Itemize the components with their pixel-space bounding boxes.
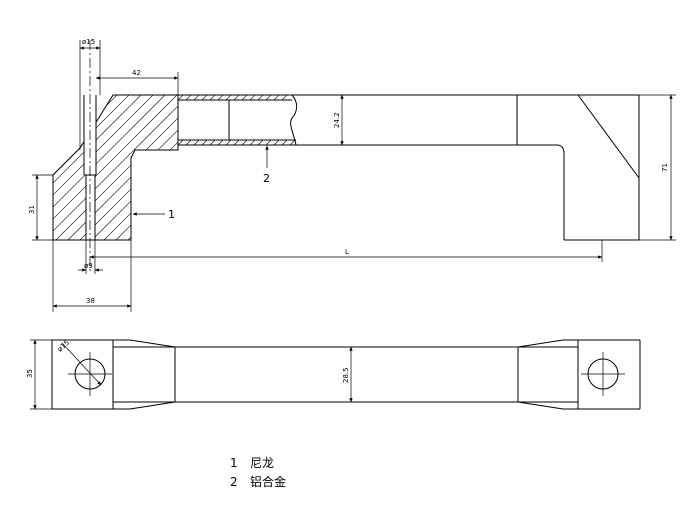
nylon-section (52, 94, 179, 241)
dim-dia15-top: ø15 (82, 38, 95, 46)
legend-number: 1 (230, 456, 238, 470)
callout-1: 1 (168, 208, 175, 221)
legend-item: 1 尼龙 (230, 454, 286, 473)
callout-2: 2 (263, 172, 270, 185)
dim-28-5: 28.5 (342, 367, 350, 383)
dim-71: 71 (661, 163, 669, 172)
dim-dia9: ø9 (84, 262, 93, 270)
dim-38: 38 (86, 297, 95, 305)
dim-dia15-bottom: ø15 (56, 339, 71, 354)
material-legend: 1 尼龙 2 铝合金 (230, 454, 286, 492)
legend-label: 铝合金 (250, 475, 287, 489)
dim-L: L (345, 248, 349, 256)
aluminum-tube (178, 94, 298, 146)
legend-number: 2 (230, 475, 238, 489)
legend-label: 尼龙 (250, 456, 275, 470)
nylon-hatching (53, 95, 178, 240)
dim-42: 42 (132, 69, 141, 77)
right-end (556, 94, 640, 241)
legend-item: 2 铝合金 (230, 473, 286, 492)
side-dimensions: ø15 42 24.2 71 31 ø9 L 38 (28, 38, 676, 312)
dim-35: 35 (26, 369, 34, 378)
dim-24-2: 24.2 (333, 112, 341, 128)
side-view (52, 40, 640, 272)
top-view (51, 339, 641, 410)
dim-31: 31 (28, 205, 36, 214)
